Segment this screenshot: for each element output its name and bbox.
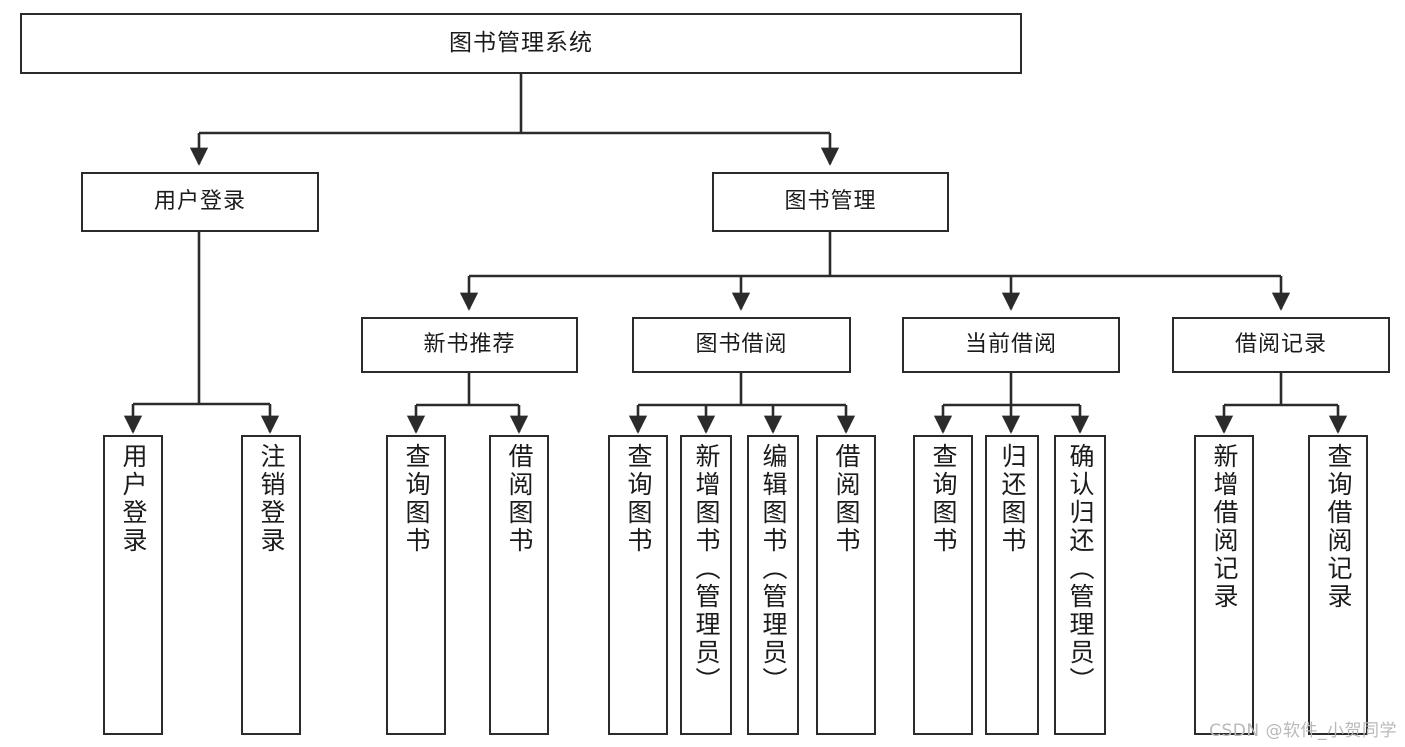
node-label: 查询图书: [929, 443, 958, 555]
node-label: 图书管理: [784, 188, 877, 214]
node-label: 新增图书（管理员）: [692, 443, 721, 695]
node-label: 编辑图书（管理员）: [759, 443, 788, 695]
node-leaf-logout[interactable]: 注销登录: [241, 435, 301, 735]
node-label: 确认归还（管理员）: [1066, 443, 1095, 695]
node-leaf-add-book-admin[interactable]: 新增图书（管理员）: [680, 435, 732, 735]
node-leaf-user-login[interactable]: 用户登录: [103, 435, 163, 735]
node-label: 图书管理系统: [449, 29, 593, 56]
node-label: 新书推荐: [423, 331, 516, 357]
node-book-management[interactable]: 图书管理: [712, 172, 949, 232]
node-label: 当前借阅: [964, 331, 1057, 357]
node-leaf-query-book-recommend[interactable]: 查询图书: [386, 435, 446, 735]
node-leaf-borrow-book[interactable]: 借阅图书: [816, 435, 876, 735]
node-leaf-query-book-current[interactable]: 查询图书: [913, 435, 973, 735]
node-label: 借阅记录: [1234, 331, 1327, 357]
node-leaf-borrow-book-recommend[interactable]: 借阅图书: [489, 435, 549, 735]
node-leaf-confirm-return-admin[interactable]: 确认归还（管理员）: [1054, 435, 1106, 735]
node-leaf-query-borrow-record[interactable]: 查询借阅记录: [1308, 435, 1368, 735]
node-label: 新增借阅记录: [1210, 443, 1239, 611]
node-user-login[interactable]: 用户登录: [81, 172, 319, 232]
node-label: 查询借阅记录: [1324, 443, 1353, 611]
node-label: 注销登录: [257, 443, 286, 555]
node-leaf-return-book[interactable]: 归还图书: [985, 435, 1039, 735]
node-label: 查询图书: [624, 443, 653, 555]
node-label: 图书借阅: [695, 331, 788, 357]
node-borrow-record[interactable]: 借阅记录: [1172, 317, 1390, 373]
node-root-book-management-system[interactable]: 图书管理系统: [20, 13, 1022, 74]
node-label: 用户登录: [119, 443, 148, 555]
node-book-borrow[interactable]: 图书借阅: [632, 317, 851, 373]
node-new-book-recommend[interactable]: 新书推荐: [361, 317, 578, 373]
node-current-borrow[interactable]: 当前借阅: [902, 317, 1120, 373]
node-leaf-query-book-borrow[interactable]: 查询图书: [608, 435, 668, 735]
watermark-text: CSDN @软件_小贺同学: [1209, 721, 1397, 741]
node-label: 借阅图书: [832, 443, 861, 555]
node-label: 用户登录: [153, 188, 246, 214]
node-leaf-add-borrow-record[interactable]: 新增借阅记录: [1194, 435, 1254, 735]
node-leaf-edit-book-admin[interactable]: 编辑图书（管理员）: [747, 435, 799, 735]
node-label: 查询图书: [402, 443, 431, 555]
node-label: 借阅图书: [505, 443, 534, 555]
node-label: 归还图书: [998, 443, 1027, 555]
